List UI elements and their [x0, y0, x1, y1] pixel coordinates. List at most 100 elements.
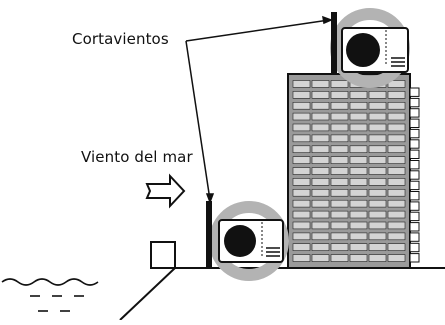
building-window	[311, 254, 330, 262]
building-window	[330, 91, 349, 99]
building-side-window	[409, 191, 420, 201]
building-windows	[292, 80, 406, 262]
wind-arrow-icon	[145, 173, 186, 209]
building-window	[387, 112, 406, 121]
building-window	[330, 112, 349, 121]
building-window	[349, 221, 368, 230]
building-window	[311, 199, 330, 208]
building-window	[292, 189, 311, 197]
building-window	[292, 156, 311, 164]
building-window	[330, 210, 349, 219]
building-window	[292, 102, 311, 110]
building-window	[311, 243, 330, 251]
building-window	[292, 199, 311, 208]
building-window	[368, 91, 387, 99]
building-window	[387, 80, 406, 88]
building-window	[292, 112, 311, 121]
building-window	[349, 232, 368, 241]
building-window	[387, 167, 406, 175]
building-window	[311, 232, 330, 241]
building-window	[311, 178, 330, 186]
building-window	[368, 167, 387, 175]
building-side-window	[409, 201, 420, 211]
quay-bollard	[150, 241, 176, 269]
building-window	[387, 145, 406, 154]
building-window	[349, 91, 368, 99]
building-window	[368, 156, 387, 164]
building-window	[311, 134, 330, 143]
building-window	[330, 199, 349, 208]
building-window	[368, 145, 387, 154]
building-window	[368, 123, 387, 132]
building-window	[330, 232, 349, 241]
building-window	[387, 91, 406, 99]
building-window	[368, 112, 387, 121]
windbreak-leader-lines	[185, 15, 334, 205]
building-side-window	[409, 139, 420, 149]
building-window	[387, 178, 406, 186]
building-window	[311, 156, 330, 164]
building-side-window	[409, 170, 420, 180]
building-window	[349, 123, 368, 132]
building-window	[292, 243, 311, 251]
water-waves-icon	[1, 278, 99, 312]
building-window	[330, 145, 349, 154]
building-window	[349, 243, 368, 251]
building-side-window	[409, 87, 420, 97]
building-window	[349, 134, 368, 143]
building-window	[311, 80, 330, 88]
building-window	[311, 210, 330, 219]
building-window	[330, 167, 349, 175]
building-window	[368, 178, 387, 186]
building-side-window	[409, 97, 420, 108]
building-window	[387, 232, 406, 241]
building-window	[368, 134, 387, 143]
building-window	[368, 243, 387, 251]
building-window	[349, 145, 368, 154]
fan-icon	[346, 33, 380, 67]
fan-icon	[224, 225, 256, 257]
sea-wind-label: Viento del mar	[81, 148, 193, 166]
building-window	[292, 254, 311, 262]
building-side-window	[409, 242, 420, 253]
building-window	[330, 254, 349, 262]
building-window	[292, 134, 311, 143]
windbreak-label: Cortavientos	[72, 30, 169, 48]
building-window	[387, 199, 406, 208]
building-window	[387, 156, 406, 164]
building-window	[311, 167, 330, 175]
upper-windbreak-panel	[331, 12, 337, 74]
building-side-window	[409, 118, 420, 128]
building-side-window	[409, 108, 420, 118]
building-window	[387, 134, 406, 143]
building-window	[292, 80, 311, 88]
building-window	[368, 232, 387, 241]
building-window	[368, 102, 387, 110]
building	[287, 73, 420, 269]
building-side-window	[409, 180, 420, 191]
outdoor-unit-icon	[218, 219, 284, 263]
building-side-window	[409, 222, 420, 232]
building-window	[387, 210, 406, 219]
building-side-window	[409, 253, 420, 263]
ground-line	[119, 267, 445, 321]
building-window	[311, 123, 330, 132]
lower-windbreak-panel	[206, 201, 212, 267]
building-window	[349, 167, 368, 175]
building-window	[292, 167, 311, 175]
building-window	[311, 91, 330, 99]
building-window	[292, 232, 311, 241]
building-window	[387, 221, 406, 230]
building-window	[330, 156, 349, 164]
building-window	[311, 189, 330, 197]
building-window	[292, 210, 311, 219]
building-window	[349, 112, 368, 121]
building-window	[330, 80, 349, 88]
building-window	[311, 145, 330, 154]
building-side-window	[409, 128, 420, 139]
building-window	[311, 221, 330, 230]
building-window	[368, 189, 387, 197]
building-window	[311, 112, 330, 121]
